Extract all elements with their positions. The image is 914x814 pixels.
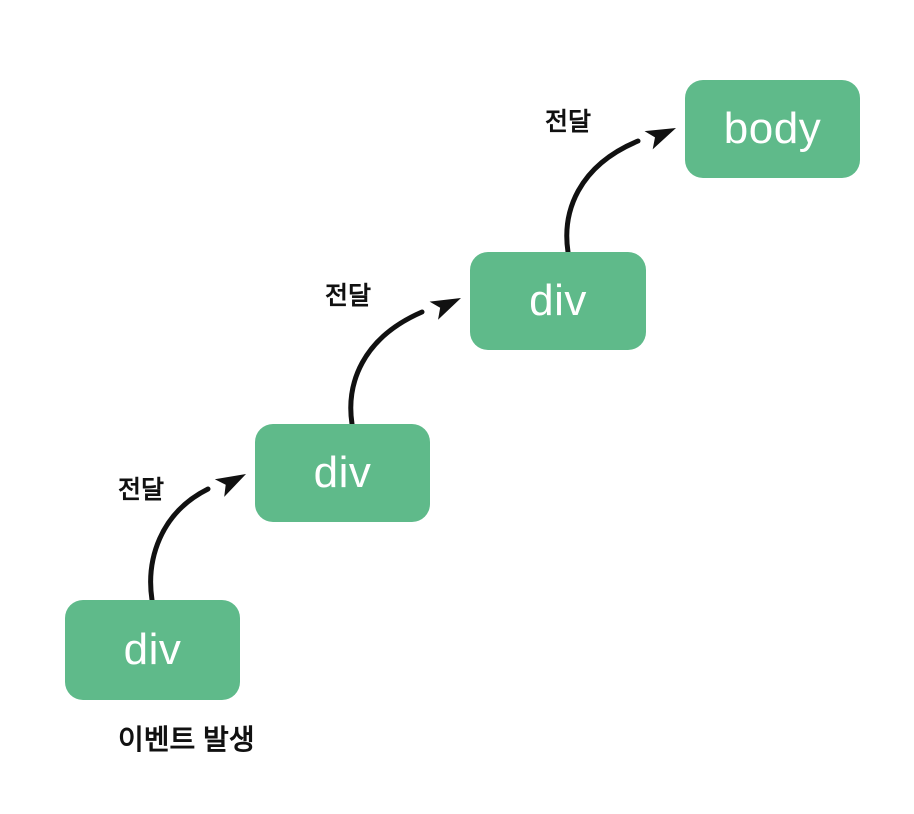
- edge-1-line: [148, 486, 211, 603]
- node-div-parent: div: [255, 424, 430, 522]
- edge-2-label: 전달: [325, 282, 372, 310]
- node-body-label: body: [723, 104, 822, 153]
- node-div-target-label: div: [123, 625, 182, 674]
- node-div-grandparent-label: div: [529, 276, 587, 325]
- edge-1-arrowhead-icon: [214, 474, 246, 497]
- arrow-group: [148, 128, 676, 603]
- node-body: body: [685, 80, 860, 178]
- edge-3-arrowhead-icon: [644, 128, 676, 150]
- edge-2-arrowhead-icon: [429, 298, 461, 320]
- edge-1-label: 전달: [118, 476, 165, 504]
- caption-event-origin: 이벤트 발생: [118, 724, 255, 755]
- node-div-parent-label: div: [313, 448, 372, 497]
- edge-3-line: [564, 138, 641, 255]
- node-div-grandparent: div: [470, 252, 646, 350]
- edge-2-line: [348, 309, 425, 427]
- node-div-target: div: [65, 600, 240, 700]
- edge-3-label: 전달: [545, 108, 592, 136]
